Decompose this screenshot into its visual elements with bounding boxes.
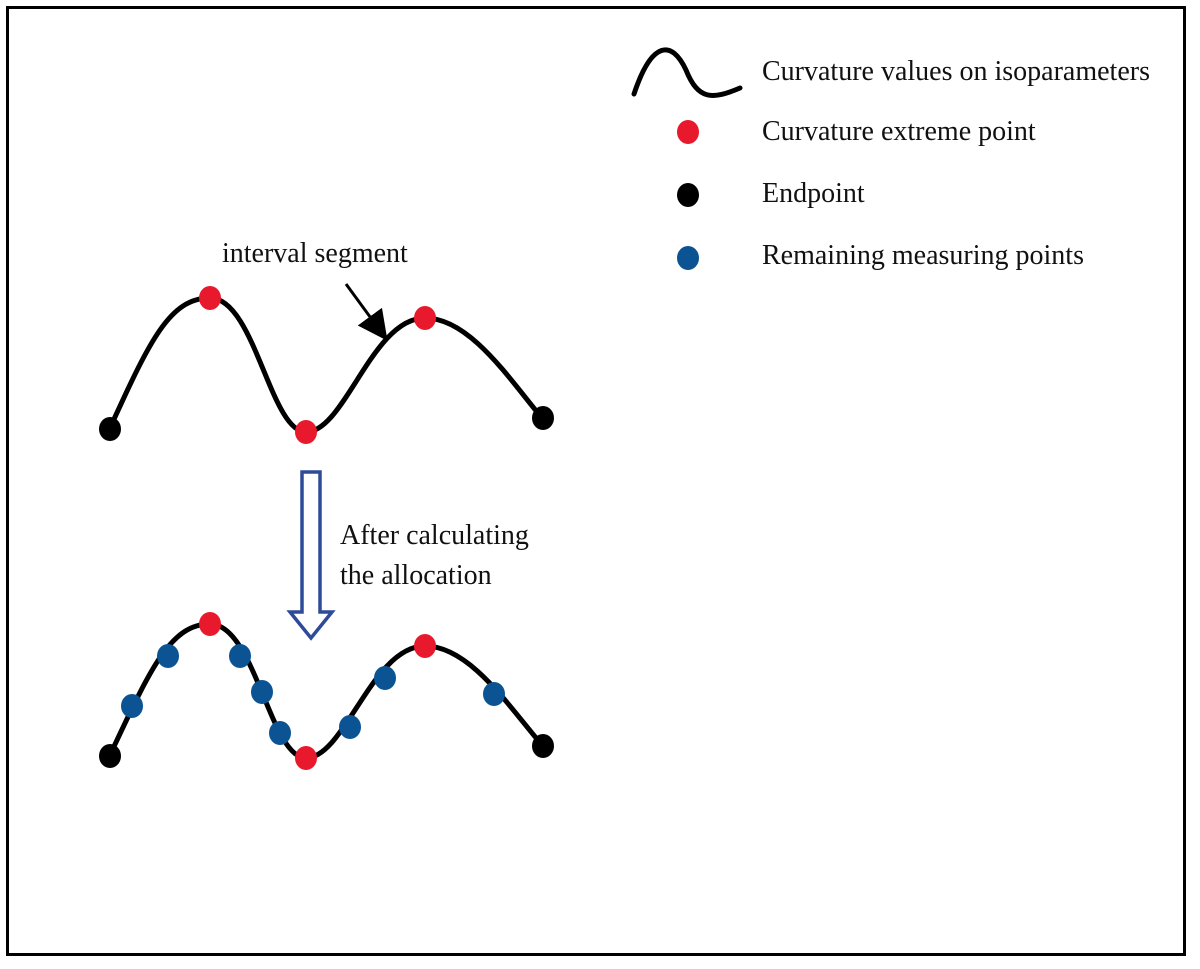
bottom-remaining-3 bbox=[229, 644, 251, 668]
bottom-extreme-1 bbox=[199, 612, 221, 636]
legend-endpoint-label: Endpoint bbox=[762, 178, 865, 209]
legend-curve-label: Curvature values on isoparameters bbox=[762, 56, 1150, 87]
bottom-remaining-1 bbox=[121, 694, 143, 718]
bottom-endpoint-left bbox=[99, 744, 121, 768]
bottom-remaining-8 bbox=[483, 682, 505, 706]
bottom-extreme-2 bbox=[295, 746, 317, 770]
bottom-remaining-4 bbox=[251, 680, 273, 704]
bottom-endpoint-right bbox=[532, 734, 554, 758]
legend-extreme-label: Curvature extreme point bbox=[762, 116, 1036, 147]
transition-text-line1: After calculating bbox=[340, 520, 529, 551]
legend-curve-swatch bbox=[631, 47, 743, 98]
diagram-frame bbox=[6, 6, 1186, 956]
interval-segment-arrow bbox=[344, 283, 388, 341]
top-curve-group: interval segment bbox=[99, 238, 554, 444]
bottom-remaining-2 bbox=[157, 644, 179, 668]
transition-text-line2: the allocation bbox=[340, 560, 492, 591]
legend-remaining-dot bbox=[677, 246, 699, 270]
down-arrow bbox=[286, 470, 336, 641]
top-endpoint-right bbox=[532, 406, 554, 430]
interval-segment-label: interval segment bbox=[222, 238, 408, 269]
legend: Curvature values on isoparameters Curvat… bbox=[631, 47, 1150, 271]
bottom-curve-group bbox=[99, 612, 554, 770]
bottom-extreme-3 bbox=[414, 634, 436, 658]
bottom-curve bbox=[107, 621, 544, 761]
legend-extreme-dot bbox=[677, 120, 699, 144]
top-endpoint-left bbox=[99, 417, 121, 441]
top-extreme-2 bbox=[295, 420, 317, 444]
top-curve bbox=[107, 295, 544, 435]
bottom-remaining-6 bbox=[339, 715, 361, 739]
legend-endpoint-dot bbox=[677, 183, 699, 207]
bottom-remaining-5 bbox=[269, 721, 291, 745]
top-extreme-1 bbox=[199, 286, 221, 310]
bottom-remaining-7 bbox=[374, 666, 396, 690]
top-extreme-3 bbox=[414, 306, 436, 330]
transition-group: After calculating the allocation bbox=[286, 470, 529, 641]
legend-remaining-label: Remaining measuring points bbox=[762, 240, 1084, 271]
